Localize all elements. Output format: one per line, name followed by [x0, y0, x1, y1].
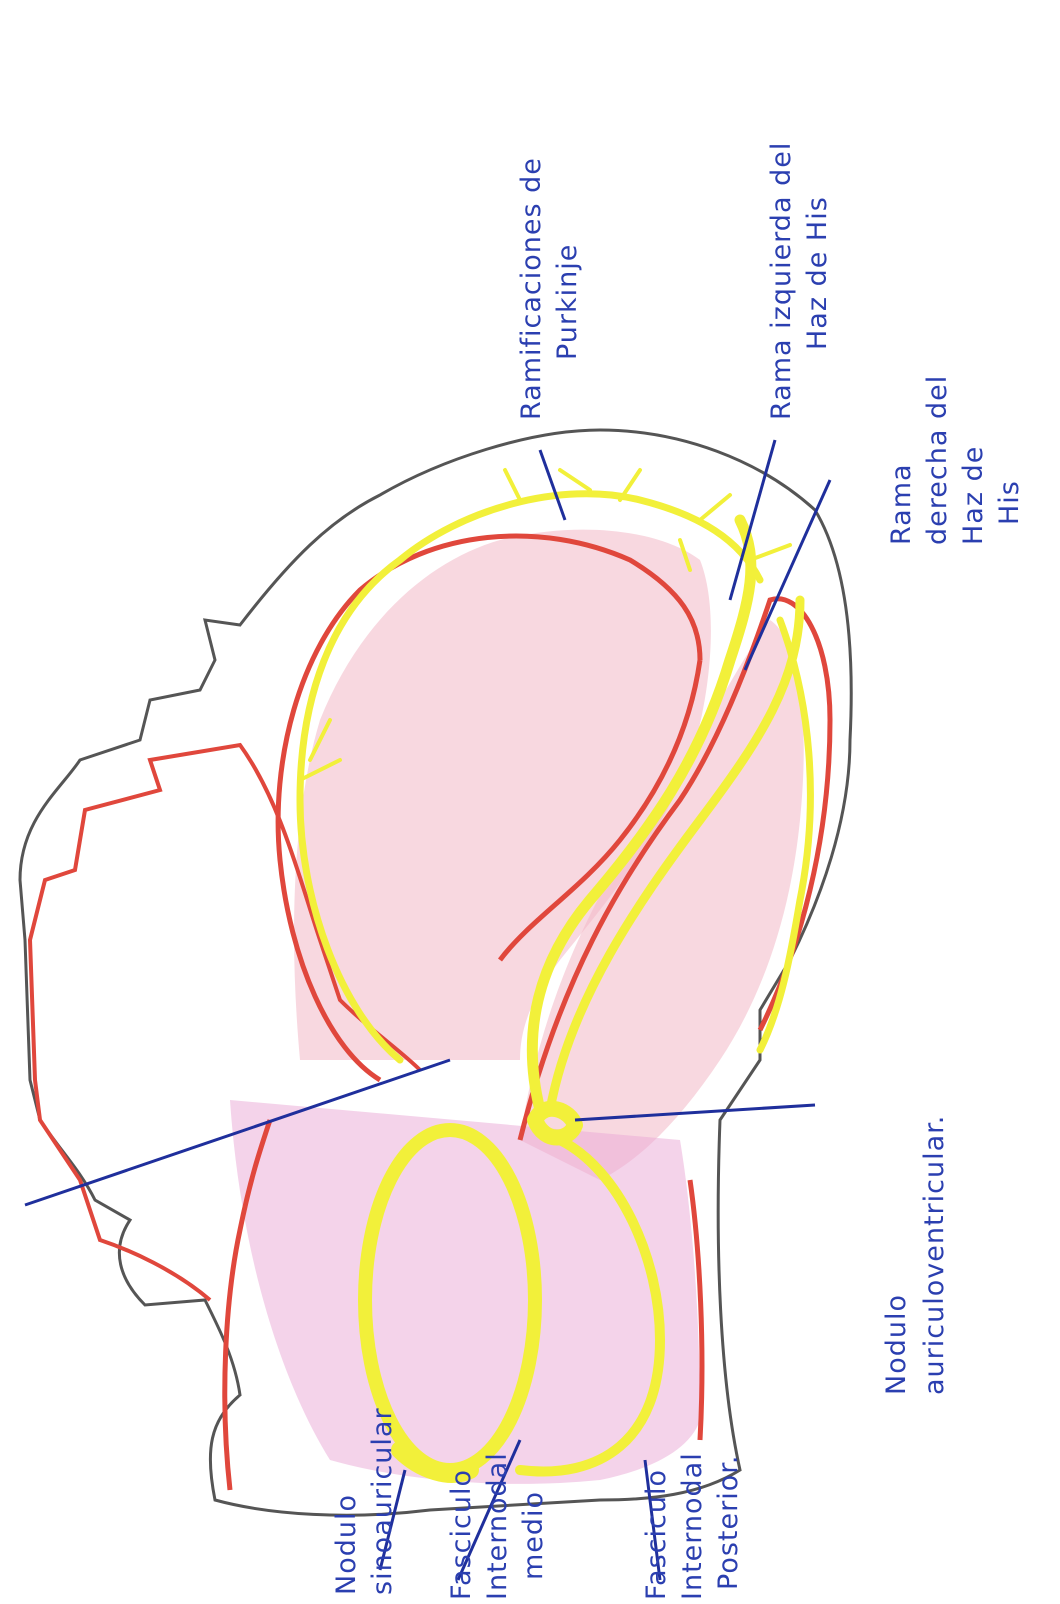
sa-node-label-line2: sinoauricular — [367, 1407, 398, 1595]
right-branch-label-line1: Rama — [886, 463, 917, 545]
right-branch-label: Rama derecha del Haz de His — [886, 365, 1025, 545]
left-branch-label-line1: Rama izquierda del — [766, 142, 797, 420]
purkinje-label-line1: Ramificaciones de — [516, 157, 547, 420]
right-branch-label-line3: Haz de — [958, 446, 989, 545]
sa-node-label-line1: Nodulo — [331, 1494, 362, 1595]
middle-tract-label-line3: medio — [518, 1491, 549, 1580]
middle-tract-label-line2: Internodal — [482, 1452, 513, 1600]
middle-tract-label-line1: Fasciculo — [446, 1469, 477, 1600]
av-node-label-line1: Nodulo — [881, 1294, 912, 1395]
atria-fill — [230, 1100, 700, 1484]
left-branch-label-line2: Haz de His — [802, 196, 833, 350]
posterior-tract-label-line1: Fasciculo — [641, 1469, 672, 1600]
posterior-tract-label: Fasciculo Internodal Posterior. — [641, 1443, 744, 1600]
posterior-tract-label-line3: Posterior. — [713, 1455, 744, 1590]
purkinje-label: Ramificaciones de Purkinje — [516, 148, 583, 421]
posterior-tract-label-line2: Internodal — [677, 1452, 708, 1600]
av-node-label-line2: auriculoventricular. — [919, 1115, 950, 1395]
right-branch-label-line4: His — [994, 480, 1025, 525]
right-branch-label-line2: derecha del — [922, 375, 953, 545]
purkinje-label-line2: Purkinje — [552, 244, 583, 360]
av-node-label: Nodulo auriculoventricular. — [881, 1115, 950, 1395]
purkinje-leader — [540, 450, 565, 520]
left-branch-label: Rama izquierda del Haz de His — [766, 132, 833, 420]
